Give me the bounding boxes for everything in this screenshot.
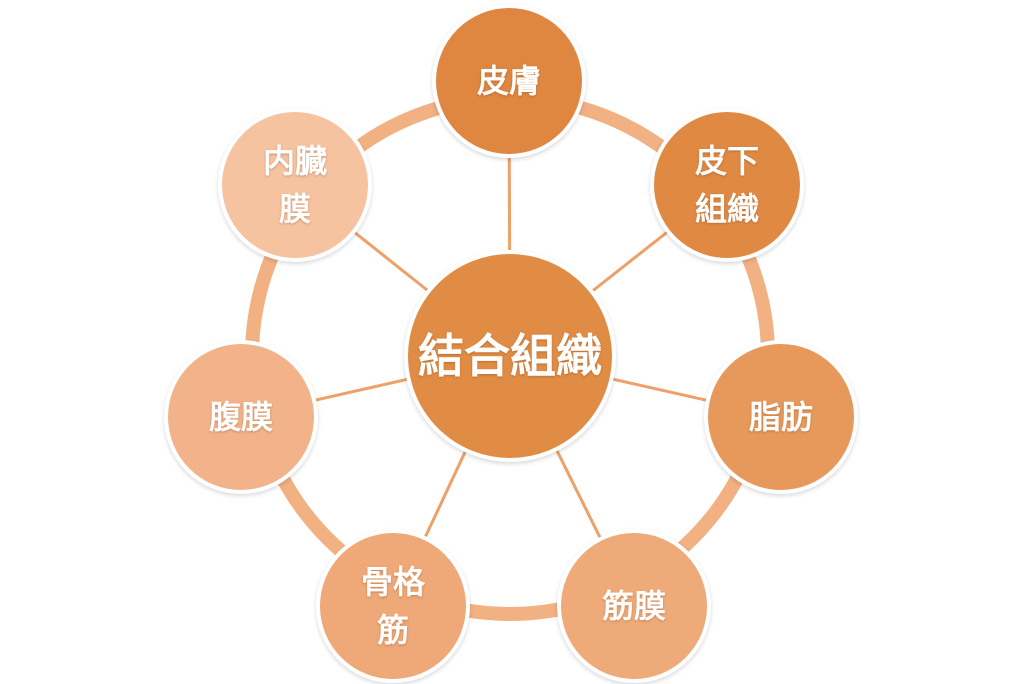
spoke-skeletal-muscle [423,449,468,538]
center-node-connective-tissue: 結合組織 [404,250,616,462]
node-fat: 脂肪 [704,340,858,494]
node-subcutaneous-tissue-label: 皮下 組織 [694,142,759,228]
node-peritoneum-label: 腹膜 [208,398,273,436]
spoke-subcutaneous [590,230,669,293]
spoke-fascia [554,448,602,539]
node-fascia-label: 筋膜 [601,587,666,625]
node-skeletal-muscle: 骨格 筋 [316,529,470,683]
spoke-fat [611,377,708,402]
node-peritoneum: 腹膜 [164,340,318,494]
node-skeletal-muscle-label: 骨格 筋 [360,563,425,649]
node-visceral-membrane: 内臓 膜 [218,108,372,262]
node-subcutaneous-tissue: 皮下 組織 [650,108,804,262]
node-skin: 皮膚 [432,4,586,158]
node-skin-label: 皮膚 [476,62,541,100]
node-visceral-membrane-label: 内臓 膜 [262,142,327,228]
node-fascia: 筋膜 [557,529,711,683]
spoke-peritoneum [314,377,409,402]
spoke-visceral-membrane [353,231,430,293]
node-fat-label: 脂肪 [748,398,813,436]
center-node-label: 結合組織 [418,329,602,383]
